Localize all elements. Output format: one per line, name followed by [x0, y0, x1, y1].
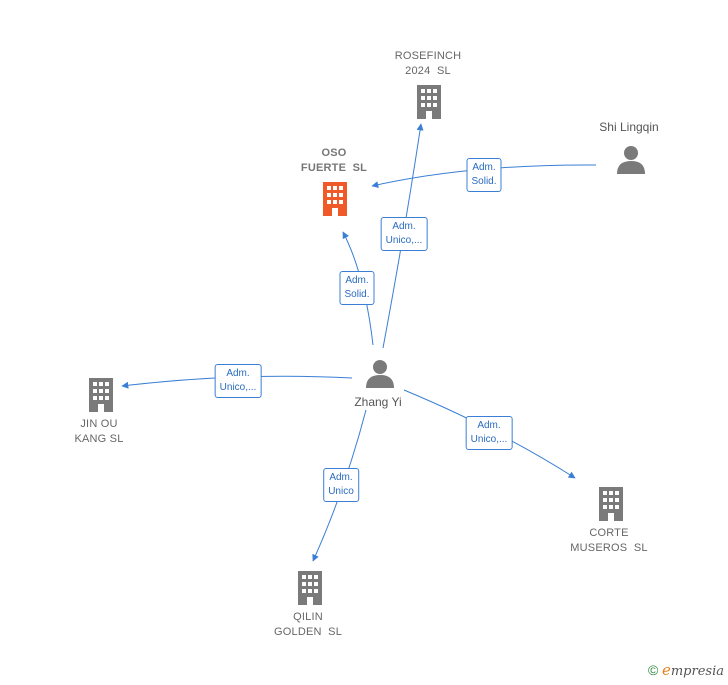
node-zhang-label[interactable]: Zhang Yi: [354, 395, 402, 409]
node-corte-label[interactable]: CORTE MUSEROS SL: [570, 527, 648, 554]
node-shi-label[interactable]: Shi Lingqin: [599, 120, 659, 134]
edge-label-zhang-corte[interactable]: Adm. Unico,...: [465, 416, 513, 450]
edge-label-shi-oso[interactable]: Adm. Solid.: [466, 158, 502, 192]
building-icon[interactable]: [86, 378, 116, 412]
building-icon[interactable]: [295, 571, 325, 605]
person-icon[interactable]: [365, 358, 395, 388]
copyright-icon: ©: [648, 662, 659, 678]
edge-label-zhang-jin[interactable]: Adm. Unico,...: [214, 364, 262, 398]
person-icon[interactable]: [616, 144, 646, 174]
building-icon[interactable]: [414, 85, 444, 119]
brand-watermark: © empresia: [648, 661, 724, 679]
brand-logo-text: mpresia: [670, 664, 724, 679]
node-rosefinch-label[interactable]: ROSEFINCH 2024 SL: [394, 50, 462, 77]
node-oso-label[interactable]: OSO FUERTE SL: [300, 147, 368, 174]
edge-label-zhang-rosefinch[interactable]: Adm. Unico,...: [380, 217, 428, 251]
building-icon[interactable]: [596, 487, 626, 521]
edge-label-zhang-oso[interactable]: Adm. Solid.: [339, 271, 375, 305]
node-jin-label[interactable]: JIN OU KANG SL: [74, 418, 124, 445]
node-qilin-label[interactable]: QILIN GOLDEN SL: [273, 611, 343, 638]
building-icon-focus[interactable]: [320, 182, 350, 216]
brand-logo-e: e: [661, 661, 671, 679]
edge-label-zhang-qilin[interactable]: Adm. Unico: [323, 468, 359, 502]
